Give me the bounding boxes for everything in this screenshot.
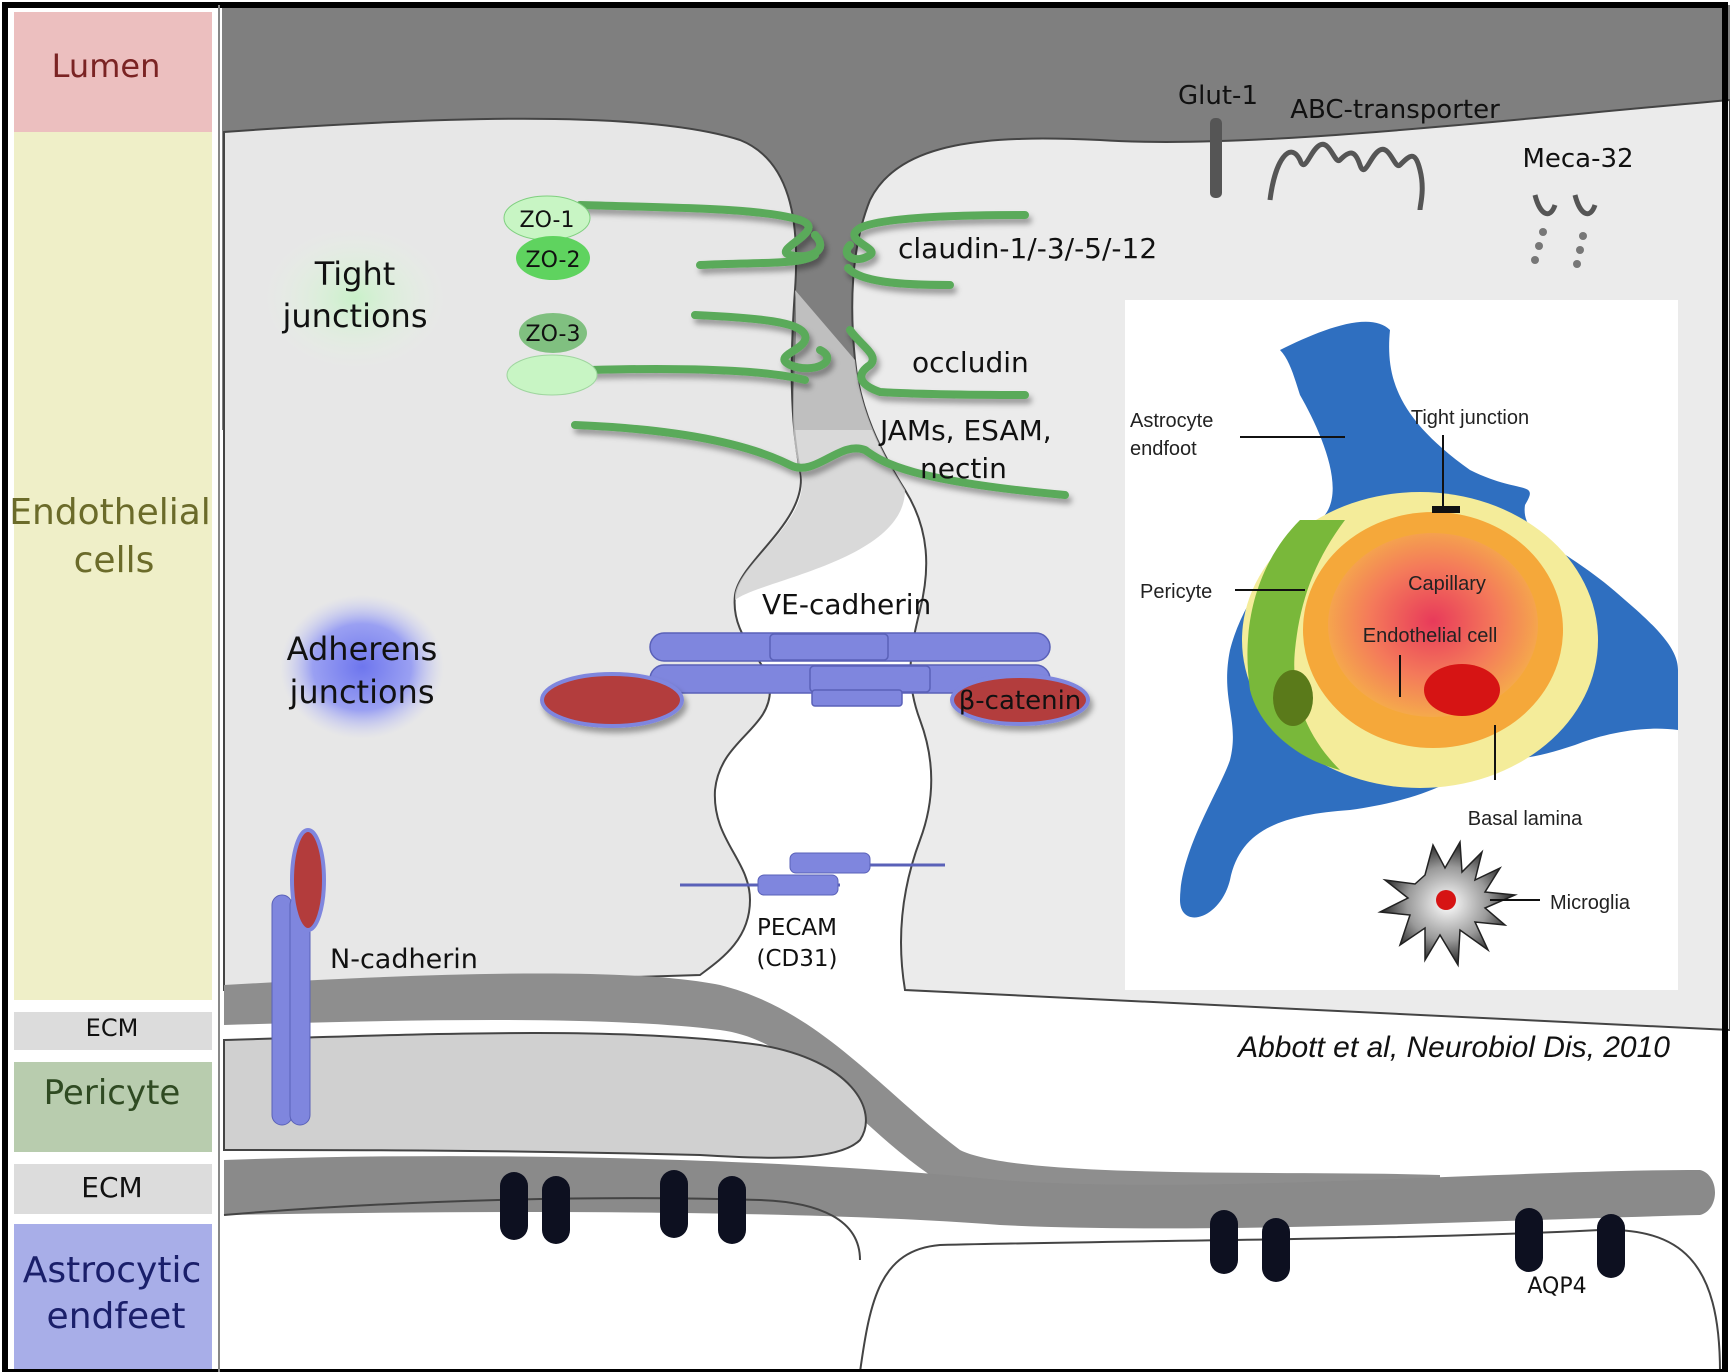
label-jams-2: nectin xyxy=(920,452,1007,485)
label-zo3: ZO-3 xyxy=(526,322,581,347)
n-cadherin-left xyxy=(271,894,293,1126)
inset-label-microglia: Microglia xyxy=(1550,892,1631,914)
label-n-cadherin: N-cadherin xyxy=(330,944,478,975)
pericyte-cell xyxy=(223,1032,867,1159)
label-jams-1: JAMs, ESAM, xyxy=(878,414,1052,447)
inset-pericyte-nucleus xyxy=(1273,670,1313,726)
aqp4-channel xyxy=(1262,1218,1290,1282)
label-adherens-2: junctions xyxy=(288,673,434,711)
label-occludin: occludin xyxy=(912,346,1029,379)
ve-cadherin-repeats-3 xyxy=(811,689,903,707)
adherens-junction-proteins xyxy=(280,595,1090,739)
ecm-lower-band xyxy=(224,1156,1715,1229)
inset-label-pericyte: Pericyte xyxy=(1140,581,1212,603)
inset-label-tight-junction: Tight junction xyxy=(1411,407,1529,429)
layer-sidebar xyxy=(14,12,212,1372)
label-abc: ABC-transporter xyxy=(1290,95,1500,125)
endothelial-band xyxy=(14,132,212,1000)
n-cadherin-protein xyxy=(271,828,326,1126)
label-pecam-1: PECAM xyxy=(757,915,837,941)
beta-catenin xyxy=(950,674,1090,726)
occludin-left-strand xyxy=(691,311,832,373)
inset-microglia-nucleus xyxy=(1436,890,1456,910)
lumen-band xyxy=(14,12,212,132)
label-adherens-1: Adherens xyxy=(287,630,438,668)
label-ecm-bottom: ECM xyxy=(81,1171,142,1204)
claudin-right-strand xyxy=(842,211,1029,264)
aqp4-channel xyxy=(1597,1214,1625,1278)
claudin-left-lower xyxy=(696,251,819,269)
pecam-repeats-right xyxy=(789,852,871,874)
claudin-right-lower xyxy=(844,264,954,289)
aqp4-channel xyxy=(542,1176,570,1244)
inset-label-astrocyte-2: endfoot xyxy=(1130,438,1197,460)
label-astrocytic-2: endfeet xyxy=(47,1296,186,1337)
inset-tight-junction-mark xyxy=(1432,506,1460,513)
n-cadherin-catenin xyxy=(290,828,326,932)
zo2-protein xyxy=(516,236,590,280)
pericyte-band xyxy=(14,1062,212,1152)
label-tight-1: Tight xyxy=(314,255,396,293)
label-astrocytic-1: Astrocytic xyxy=(23,1250,202,1291)
intercellular-cleft xyxy=(735,290,905,600)
occludin-left-lower xyxy=(586,365,809,384)
membrane-transporters xyxy=(1210,118,1598,268)
adherens-junctions-glow xyxy=(280,595,444,739)
ve-cadherin-repeats-2 xyxy=(809,665,931,693)
tight-junctions-glow xyxy=(265,228,445,368)
aqp4-channel xyxy=(718,1176,746,1244)
meca32-protein xyxy=(1532,194,1598,217)
label-tight-2: junctions xyxy=(281,297,427,335)
aqp4-channel xyxy=(1515,1208,1543,1272)
label-meca32: Meca-32 xyxy=(1522,144,1633,174)
label-lumen: Lumen xyxy=(52,47,161,85)
astrocyte-endfoot-left xyxy=(223,1197,861,1261)
label-ecm-top: ECM xyxy=(86,1014,139,1042)
label-zo2: ZO-2 xyxy=(526,248,581,273)
aqp4-channel xyxy=(660,1170,688,1238)
inset-endothelial-nucleus xyxy=(1424,664,1500,716)
abc-transporter xyxy=(1267,141,1425,211)
label-pericyte: Pericyte xyxy=(44,1073,181,1113)
pecam-repeats-left xyxy=(757,874,839,896)
label-beta-catenin: β-catenin xyxy=(959,686,1082,716)
label-zo1: ZO-1 xyxy=(520,208,575,233)
ecm-bottom-band xyxy=(14,1164,212,1214)
label-endothelial-2: cells xyxy=(74,540,155,581)
label-pecam-2: (CD31) xyxy=(757,946,838,972)
catenin-left xyxy=(540,672,684,728)
label-endothelial-1: Endothelial xyxy=(9,492,211,533)
aqp4-channels xyxy=(500,1170,1625,1282)
astrocytic-band xyxy=(14,1224,212,1372)
astrocyte-endfoot-right xyxy=(859,1228,1721,1372)
occludin-right-strand xyxy=(846,326,1029,399)
pecam-protein xyxy=(680,852,945,896)
glut1-transporter xyxy=(1210,118,1222,198)
inset-label-endothelial-cell: Endothelial cell xyxy=(1363,625,1498,647)
inset-pericyte xyxy=(1247,520,1345,770)
aqp4-channel xyxy=(1210,1210,1238,1274)
inset-label-astrocyte-1: Astrocyte xyxy=(1130,410,1213,432)
ve-cadherin-repeats-1 xyxy=(769,633,889,661)
tight-junction-proteins xyxy=(265,195,1069,499)
inset-label-basal-lamina: Basal lamina xyxy=(1468,808,1583,830)
inset-label-capillary: Capillary xyxy=(1408,573,1486,595)
zo3-protein xyxy=(519,313,587,353)
label-glut1: Glut-1 xyxy=(1178,81,1258,111)
jam-strand xyxy=(571,421,1069,499)
citation: Abbott et al, Neurobiol Dis, 2010 xyxy=(1236,1031,1670,1064)
label-ve-cadherin: VE-cadherin xyxy=(762,588,931,621)
ecm-top-band xyxy=(14,1012,212,1050)
label-claudin: claudin-1/-3/-5/-12 xyxy=(898,232,1157,265)
aqp4-channel xyxy=(500,1172,528,1240)
label-aqp4: AQP4 xyxy=(1527,1274,1586,1299)
zo-scaffold-protein xyxy=(506,354,598,396)
inset-figure xyxy=(1125,300,1678,990)
